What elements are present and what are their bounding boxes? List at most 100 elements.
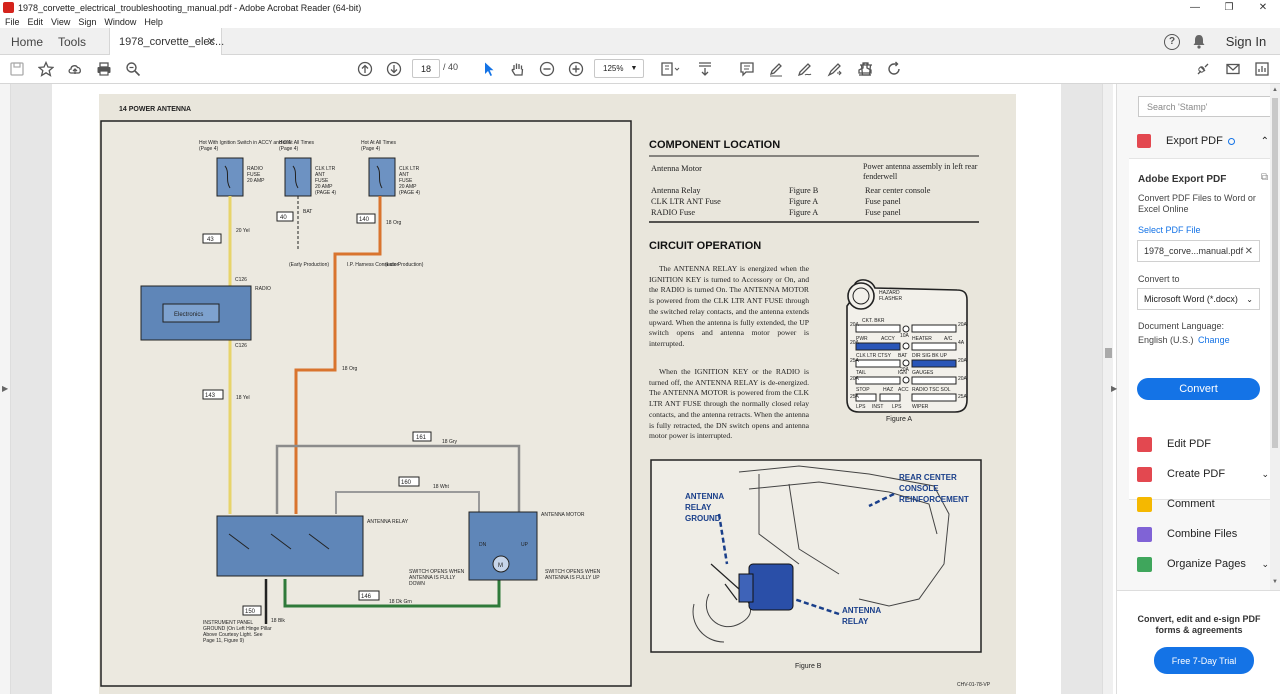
search-tools-input[interactable]: Search 'Stamp' <box>1138 96 1272 117</box>
comment-tool-icon <box>1137 496 1152 512</box>
close-button[interactable]: ✕ <box>1258 2 1268 13</box>
document-language: English (U.S.) Change <box>1138 335 1230 345</box>
scroll-mode-icon[interactable] <box>696 60 714 78</box>
fb-label-rear-center: REAR CENTER <box>899 473 957 482</box>
comp-loc-2: Fuse panel <box>865 197 901 206</box>
tab-document[interactable]: 1978_corvette_elec... ✕ <box>109 28 224 56</box>
footer-code: CHV-01-78-VP <box>957 682 991 688</box>
fb-label-reinforcement: REINFORCEMENT <box>899 495 969 504</box>
page-fit-icon[interactable] <box>658 60 682 78</box>
zoom-select[interactable]: 125% ▼ <box>594 59 644 78</box>
zoom-search-icon[interactable] <box>124 60 142 78</box>
fill-sign-icon[interactable] <box>826 60 844 78</box>
comment-icon[interactable] <box>738 60 756 78</box>
highlight-pen-icon[interactable] <box>767 60 785 78</box>
collapse-pane-icon[interactable]: ▶ <box>1111 384 1118 393</box>
relay-label: ANTENNA RELAY <box>367 519 409 525</box>
comp-loc-1: Rear center console <box>865 186 931 195</box>
minimize-button[interactable]: — <box>1190 2 1200 13</box>
bell-icon <box>1193 35 1205 49</box>
wire-white <box>335 491 480 514</box>
menu-sign[interactable]: Sign <box>78 16 97 27</box>
select-pdf-file-link[interactable]: Select PDF File <box>1138 225 1201 235</box>
clk-fuse-1 <box>284 157 312 197</box>
tools-scrollbar[interactable]: ▲ ▼ <box>1270 84 1280 590</box>
help-icon: ? <box>1164 33 1180 50</box>
menu-help[interactable]: Help <box>144 16 163 27</box>
close-tab-icon[interactable]: ✕ <box>206 36 216 48</box>
wire-orange <box>294 196 382 514</box>
zoom-out-icon[interactable] <box>538 60 556 78</box>
notifications-button[interactable] <box>1190 33 1208 50</box>
export-pdf-header[interactable]: Export PDF ⌃ <box>1137 134 1277 148</box>
left-panel-toggle[interactable]: ▶ <box>0 84 11 694</box>
sign-in-button[interactable]: Sign In <box>1225 34 1267 49</box>
tool-organize-pages[interactable]: Organize Pages ⌄ <box>1137 554 1277 574</box>
menu-view[interactable]: View <box>51 16 71 27</box>
document-viewport[interactable]: .t { font-family: "Liberation Sans", san… <box>11 84 1102 694</box>
delete-icon[interactable] <box>857 60 875 78</box>
comp-loc-3: Fuse panel <box>865 208 901 217</box>
change-language-link[interactable]: Change <box>1198 335 1230 345</box>
convert-to-select[interactable]: Microsoft Word (*.docx) ⌄ <box>1137 288 1260 310</box>
clk-fuse-1-l1: CLK LTR <box>315 166 336 172</box>
scrollbar-thumb[interactable] <box>1105 348 1112 358</box>
page-total: / 40 <box>443 62 459 72</box>
select-cursor-icon[interactable] <box>480 60 498 78</box>
document-scrollbar[interactable] <box>1102 84 1113 694</box>
info-dot-icon <box>1227 137 1235 145</box>
connector-c126-top: C126 <box>235 277 247 283</box>
convert-button[interactable]: Convert <box>1137 378 1260 400</box>
bookmark-star-icon[interactable] <box>37 60 55 78</box>
save-icon[interactable] <box>8 60 26 78</box>
share-link-icon[interactable] <box>1194 60 1212 78</box>
upload-cloud-icon[interactable] <box>66 60 84 78</box>
draw-icon[interactable] <box>796 60 814 78</box>
chevron-down-icon[interactable]: ⌄ <box>1261 468 1269 479</box>
help-button[interactable]: ? <box>1163 33 1181 50</box>
motor-contact-dn: DN <box>479 542 487 548</box>
tool-comment[interactable]: Comment <box>1137 494 1277 514</box>
rotate-icon[interactable] <box>885 60 903 78</box>
maximize-button[interactable]: ❐ <box>1224 2 1234 13</box>
circuit-paragraph-1: The ANTENNA RELAY is energized when the … <box>649 264 809 348</box>
fa-haz: HAZ <box>883 387 893 393</box>
document-language-value: English (U.S.) <box>1138 335 1194 345</box>
fa-ign: IGN <box>898 370 907 376</box>
export-pdf-panel: Adobe Export PDF ⧉ Convert PDF Files to … <box>1129 158 1278 500</box>
fa-gauges: GAUGES <box>912 370 934 376</box>
tab-tools[interactable]: Tools <box>58 34 87 49</box>
copy-icon[interactable]: ⧉ <box>1260 172 1268 183</box>
fa-wiper: WIPER <box>912 404 929 410</box>
tool-edit-pdf[interactable]: Edit PDF <box>1137 434 1277 454</box>
tool-combine-files[interactable]: Combine Files <box>1137 524 1277 544</box>
menu-edit[interactable]: Edit <box>27 16 44 27</box>
scroll-up-icon[interactable]: ▲ <box>1272 87 1278 93</box>
zoom-in-icon[interactable] <box>567 60 585 78</box>
tools-scrollbar-thumb[interactable] <box>1272 98 1278 448</box>
chevron-down-icon[interactable]: ⌄ <box>1261 558 1269 569</box>
tool-create-pdf[interactable]: Create PDF ⌄ <box>1137 464 1277 484</box>
free-trial-button[interactable]: Free 7-Day Trial <box>1154 647 1254 674</box>
next-page-icon[interactable] <box>385 60 403 78</box>
menu-file[interactable]: File <box>5 16 20 27</box>
menu-window[interactable]: Window <box>104 16 137 27</box>
page-number-input[interactable]: 18 <box>412 59 440 78</box>
promo-panel: Convert, edit and e-sign PDF forms & agr… <box>1117 590 1280 694</box>
fa-lps-2: LPS <box>892 404 902 410</box>
previous-page-icon[interactable] <box>356 60 374 78</box>
print-icon[interactable] <box>95 60 113 78</box>
radio-fuse-label-3: 20 AMP <box>247 178 265 184</box>
circuit-161: 161 <box>416 435 427 441</box>
fb-label-antenna-2: ANTENNA <box>842 606 881 615</box>
hand-tool-icon[interactable] <box>509 60 527 78</box>
email-icon[interactable] <box>1224 60 1242 78</box>
remove-file-icon[interactable]: ✕ <box>1244 245 1253 257</box>
tool-comment-label: Comment <box>1167 498 1215 510</box>
more-tools-icon[interactable] <box>1253 60 1271 78</box>
tool-combine-files-label: Combine Files <box>1167 528 1238 540</box>
tab-home[interactable]: Home <box>11 34 44 49</box>
figure-a-caption: Figure A <box>886 416 912 423</box>
tool-organize-pages-label: Organize Pages <box>1167 558 1246 570</box>
scroll-down-icon[interactable]: ▼ <box>1272 579 1278 585</box>
